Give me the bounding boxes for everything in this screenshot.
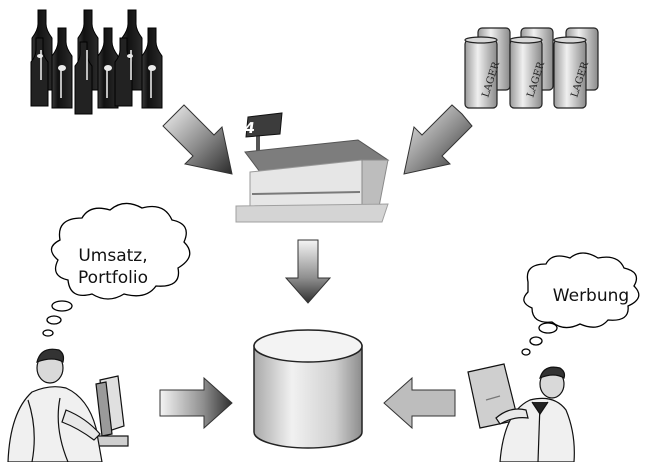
thought-line-portfolio: Portfolio <box>78 268 148 288</box>
thought-text-left: Umsatz, Portfolio <box>48 245 178 289</box>
analyst-at-computer-icon <box>7 348 129 462</box>
thought-text-advertising: Werbung <box>552 286 630 306</box>
arrow-analyst-to-database <box>159 376 233 430</box>
beer-cans-icon: LAGER LAGER LAGER <box>464 27 599 109</box>
thought-line-sales: Umsatz, <box>78 246 148 266</box>
store-counter-icon: 24 <box>233 112 390 223</box>
arrow-cans-to-store <box>403 104 473 175</box>
thought-cloud-left <box>42 202 191 337</box>
arrow-store-to-database <box>284 239 332 304</box>
beer-bottles-icon <box>30 9 163 115</box>
database-icon <box>253 329 363 449</box>
presenter-with-chart-icon <box>467 363 575 462</box>
arrow-bottles-to-store <box>162 104 233 175</box>
arrow-presenter-to-database <box>383 376 456 430</box>
store-sign-number: 24 <box>233 119 256 137</box>
thought-cloud-right <box>521 252 640 356</box>
